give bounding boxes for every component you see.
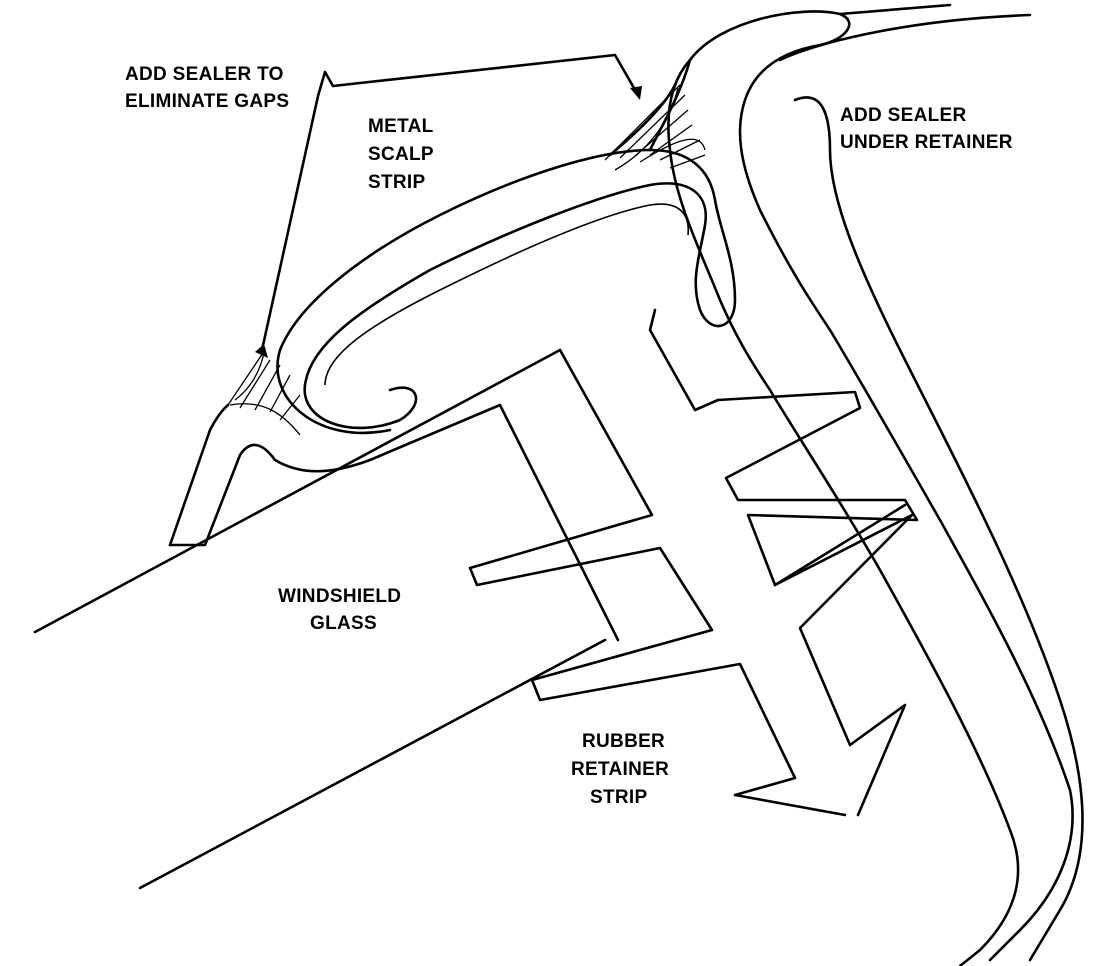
label-line: STRIP bbox=[368, 172, 425, 193]
sealer-bead-right bbox=[604, 84, 706, 171]
label-windshield-glass: WINDSHIELD GLASS bbox=[278, 586, 401, 634]
label-line: ELIMINATE GAPS bbox=[125, 91, 289, 112]
label-line: WINDSHIELD bbox=[278, 586, 401, 607]
label-line: METAL bbox=[368, 116, 434, 137]
sealer-leader-arrows bbox=[255, 53, 642, 358]
label-line: STRIP bbox=[590, 787, 647, 808]
label-line: RETAINER bbox=[571, 759, 669, 780]
body-flange bbox=[667, 3, 1084, 966]
label-line: GLASS bbox=[310, 613, 377, 634]
label-rubber-retainer-strip: RUBBER RETAINER STRIP bbox=[571, 731, 669, 808]
sealer-bead-left bbox=[227, 347, 301, 436]
windshield-glass bbox=[33, 348, 620, 890]
label-line: SCALP bbox=[368, 144, 434, 165]
arrowhead-icon bbox=[255, 344, 268, 358]
label-line: ADD SEALER bbox=[840, 105, 967, 126]
metal-scalp-strip bbox=[276, 58, 737, 435]
label-metal-scalp-strip: METAL SCALP STRIP bbox=[368, 116, 434, 193]
arrowhead-icon bbox=[630, 86, 642, 100]
label-line: ADD SEALER TO bbox=[125, 64, 284, 85]
label-add-sealer-gaps: ADD SEALER TO ELIMINATE GAPS bbox=[125, 64, 289, 112]
label-line: RUBBER bbox=[582, 731, 665, 752]
label-line: UNDER RETAINER bbox=[840, 132, 1013, 153]
label-add-sealer-retainer: ADD SEALER UNDER RETAINER bbox=[840, 105, 1013, 153]
rubber-retainer-strip bbox=[468, 308, 919, 817]
